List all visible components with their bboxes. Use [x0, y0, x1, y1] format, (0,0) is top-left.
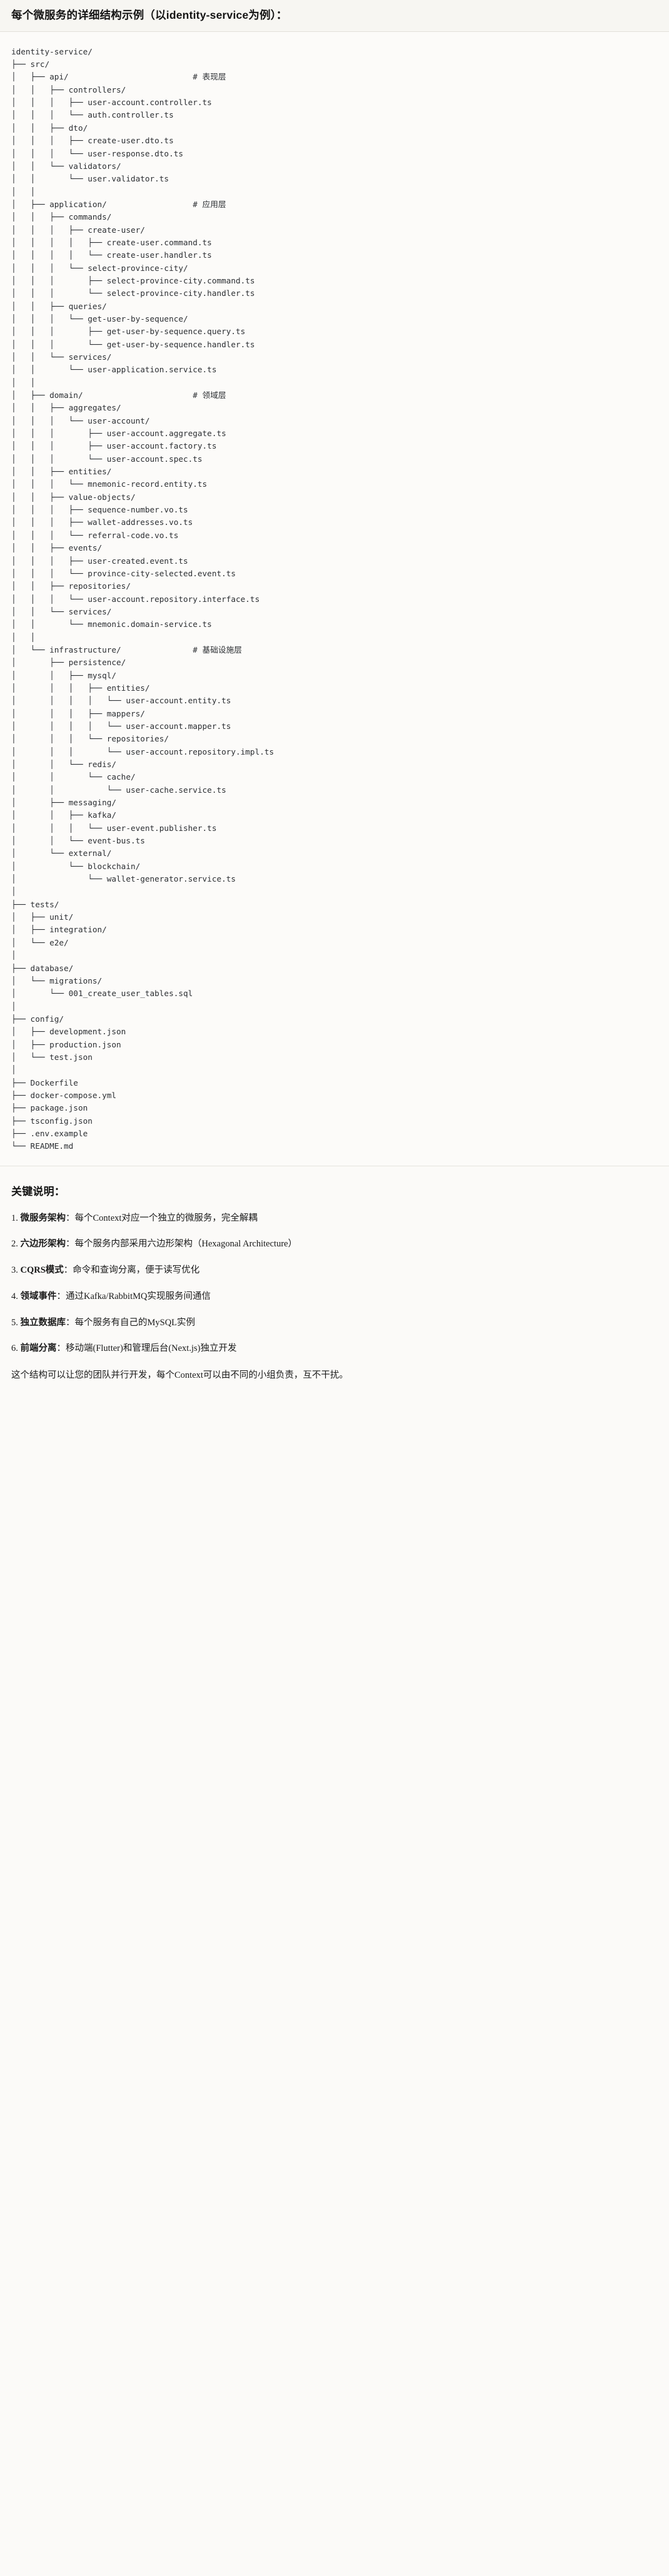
key-note-item: 领域事件：通过Kafka/RabbitMQ实现服务间通信	[11, 1290, 658, 1304]
key-note-item: 微服务架构：每个Context对应一个独立的微服务，完全解耦	[11, 1212, 658, 1226]
key-note-term: 前端分离	[20, 1343, 57, 1354]
key-note-item: 六边形架构：每个服务内部采用六边形架构（Hexagonal Architectu…	[11, 1238, 658, 1251]
closing-paragraph: 这个结构可以让您的团队并行开发，每个Context可以由不同的小组负责，互不干扰…	[11, 1370, 348, 1381]
key-notes-list: 微服务架构：每个Context对应一个独立的微服务，完全解耦六边形架构：每个服务…	[11, 1212, 658, 1357]
section-header: 每个微服务的详细结构示例（以identity-service为例）：	[0, 0, 669, 32]
key-note-desc: ：通过Kafka/RabbitMQ实现服务间通信	[56, 1291, 211, 1301]
page-title: 每个微服务的详细结构示例（以identity-service为例）：	[11, 9, 288, 21]
key-note-desc: ：每个Context对应一个独立的微服务，完全解耦	[66, 1213, 258, 1223]
key-notes-title: 关键说明：	[11, 1185, 65, 1198]
key-note-term: CQRS模式	[20, 1265, 64, 1276]
key-note-desc: ：移动端(Flutter)和管理后台(Next.js)独立开发	[56, 1343, 237, 1354]
key-note-desc: ：每个服务有自己的MySQL实例	[66, 1317, 196, 1328]
key-notes-section: 关键说明： 微服务架构：每个Context对应一个独立的微服务，完全解耦六边形架…	[0, 1166, 669, 1400]
directory-tree: identity-service/ ├── src/ │ ├── api/ # …	[11, 46, 274, 1151]
key-note-desc: ：命令和查询分离，便于读写优化	[63, 1265, 200, 1276]
key-note-term: 独立数据库	[20, 1317, 66, 1328]
key-note-term: 六边形架构	[20, 1239, 66, 1250]
key-note-item: 前端分离：移动端(Flutter)和管理后台(Next.js)独立开发	[11, 1342, 658, 1356]
directory-tree-block: identity-service/ ├── src/ │ ├── api/ # …	[0, 31, 669, 1166]
key-note-desc: ：每个服务内部采用六边形架构（Hexagonal Architecture）	[66, 1239, 298, 1250]
key-note-term: 微服务架构	[20, 1213, 66, 1223]
key-note-term: 领域事件	[20, 1291, 57, 1301]
page-root: 每个微服务的详细结构示例（以identity-service为例）： ident…	[0, 0, 669, 1399]
key-note-item: 独立数据库：每个服务有自己的MySQL实例	[11, 1316, 658, 1330]
key-note-item: CQRS模式：命令和查询分离，便于读写优化	[11, 1264, 658, 1278]
